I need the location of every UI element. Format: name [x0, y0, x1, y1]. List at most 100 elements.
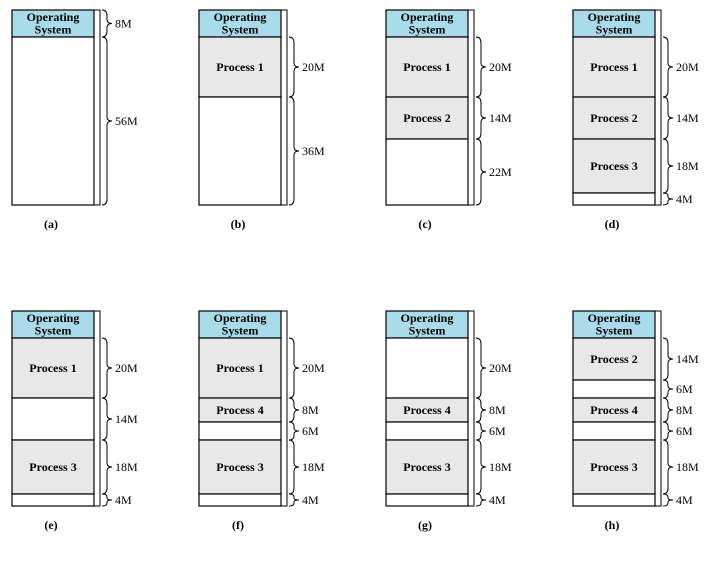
size-label-f-3: 6M: [302, 424, 319, 438]
caption-e: (e): [44, 518, 57, 532]
size-label-h-4: 6M: [676, 424, 693, 438]
size-brace-f-2: [288, 397, 300, 423]
free-block-a-1: [11, 36, 95, 206]
caption-d: (d): [605, 217, 620, 231]
process-block-g-2: [385, 397, 469, 423]
size-label-c-2: 14M: [489, 111, 512, 125]
memory-column-edge-b: [280, 9, 288, 206]
os-block-f-0: [198, 310, 282, 339]
size-brace-h-5: [662, 439, 674, 495]
process-block-b-1: [198, 36, 282, 98]
size-brace-b-2: [288, 96, 300, 206]
memory-column-edge-h: [654, 310, 662, 507]
size-label-e-1: 20M: [115, 361, 138, 375]
size-brace-c-1: [475, 36, 487, 98]
size-label-b-1: 20M: [302, 60, 325, 74]
process-block-g-4: [385, 439, 469, 495]
size-label-h-5: 18M: [676, 460, 699, 474]
size-label-h-2: 6M: [676, 382, 693, 396]
process-block-h-3: [572, 397, 656, 423]
size-label-c-3: 22M: [489, 165, 512, 179]
size-brace-a-0: [101, 9, 113, 38]
size-label-e-3: 18M: [115, 460, 138, 474]
process-block-f-2: [198, 397, 282, 423]
size-label-d-4: 4M: [676, 192, 693, 206]
free-block-e-4: [11, 493, 95, 507]
caption-f: (f): [232, 518, 244, 532]
size-brace-e-4: [101, 493, 113, 507]
size-label-g-2: 8M: [489, 403, 506, 417]
size-brace-g-2: [475, 397, 487, 423]
process-label-c-1: Process 1: [403, 60, 450, 74]
process-block-d-1: [572, 36, 656, 98]
size-brace-d-2: [662, 96, 674, 140]
process-label-b-1: Process 1: [216, 60, 263, 74]
size-brace-e-3: [101, 439, 113, 495]
size-brace-d-1: [662, 36, 674, 98]
size-label-h-1: 14M: [676, 352, 699, 366]
size-brace-h-2: [662, 379, 674, 399]
size-label-g-1: 20M: [489, 361, 512, 375]
size-brace-f-3: [288, 421, 300, 441]
free-block-h-2: [572, 379, 656, 399]
memory-column-edge-c: [467, 9, 475, 206]
process-block-h-5: [572, 439, 656, 495]
process-label-c-2: Process 2: [403, 111, 450, 125]
process-label-e-3: Process 3: [29, 460, 76, 474]
process-block-h-1: [572, 337, 656, 381]
free-block-f-3: [198, 421, 282, 441]
os-block-c-0: [385, 9, 469, 38]
size-label-h-6: 4M: [676, 493, 693, 507]
process-block-c-2: [385, 96, 469, 140]
caption-g: (g): [418, 518, 432, 532]
free-block-h-4: [572, 421, 656, 441]
size-label-e-2: 14M: [115, 412, 138, 426]
size-label-f-4: 18M: [302, 460, 325, 474]
size-label-e-4: 4M: [115, 493, 132, 507]
free-block-g-1: [385, 337, 469, 399]
free-block-d-4: [572, 192, 656, 206]
size-brace-g-5: [475, 493, 487, 507]
memory-column-edge-g: [467, 310, 475, 507]
process-block-f-1: [198, 337, 282, 399]
size-brace-f-1: [288, 337, 300, 399]
memory-column-edge-f: [280, 310, 288, 507]
size-label-a-0: 8M: [115, 17, 132, 31]
size-label-d-3: 18M: [676, 159, 699, 173]
size-brace-f-5: [288, 493, 300, 507]
process-label-h-5: Process 3: [590, 460, 637, 474]
size-brace-h-3: [662, 397, 674, 423]
process-label-d-2: Process 2: [590, 111, 637, 125]
memory-column-edge-a: [93, 9, 101, 206]
caption-a: (a): [44, 217, 58, 231]
size-brace-c-2: [475, 96, 487, 140]
process-label-d-3: Process 3: [590, 159, 637, 173]
process-label-d-1: Process 1: [590, 60, 637, 74]
size-brace-g-3: [475, 421, 487, 441]
process-label-h-1: Process 2: [590, 352, 637, 366]
caption-b: (b): [231, 217, 246, 231]
process-block-e-3: [11, 439, 95, 495]
size-brace-c-3: [475, 138, 487, 206]
free-block-g-3: [385, 421, 469, 441]
size-label-h-3: 8M: [676, 403, 693, 417]
size-label-f-5: 4M: [302, 493, 319, 507]
size-brace-e-1: [101, 337, 113, 399]
free-block-f-5: [198, 493, 282, 507]
process-label-e-1: Process 1: [29, 361, 76, 375]
os-block-b-0: [198, 9, 282, 38]
size-brace-f-4: [288, 439, 300, 495]
size-brace-g-4: [475, 439, 487, 495]
free-block-e-2: [11, 397, 95, 441]
size-label-d-1: 20M: [676, 60, 699, 74]
size-brace-a-1: [101, 36, 113, 206]
process-block-c-1: [385, 36, 469, 98]
process-block-d-3: [572, 138, 656, 194]
size-label-c-1: 20M: [489, 60, 512, 74]
